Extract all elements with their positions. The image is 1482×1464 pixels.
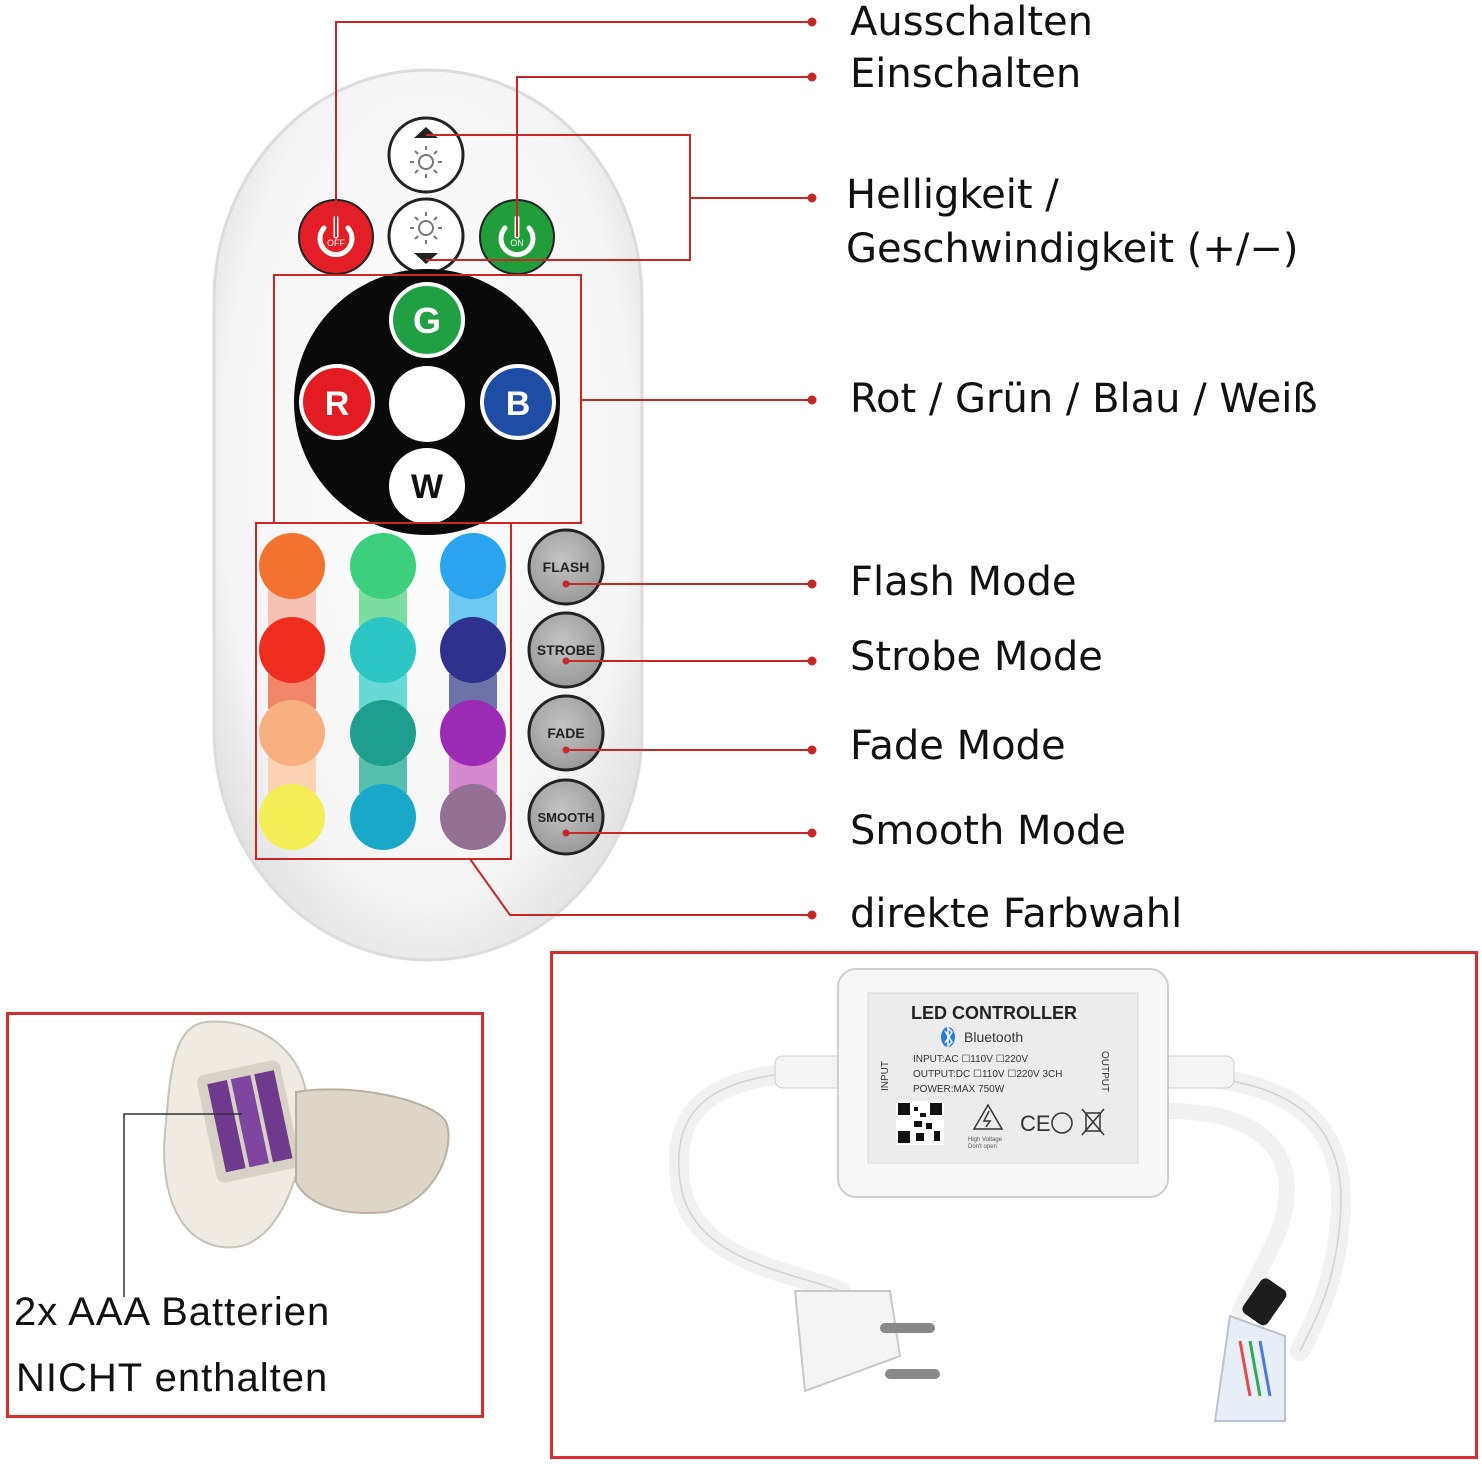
side-input-label: INPUT (880, 1061, 891, 1091)
bluetooth-icon (941, 1026, 955, 1048)
battery-note-line2: NICHT enthalten (16, 1356, 329, 1400)
power-icon (317, 225, 355, 258)
label-fade: Fade Mode (850, 723, 1066, 769)
input-spec: INPUT:AC ☐110V ☐220V (913, 1054, 1028, 1065)
label-off: Ausschalten (850, 0, 1094, 45)
rohs-icon (1051, 1112, 1073, 1134)
color-button[interactable] (350, 784, 416, 850)
controller-panel (550, 951, 1478, 1459)
color-button[interactable] (259, 784, 325, 850)
color-button[interactable] (259, 700, 325, 766)
w-label: W (411, 468, 444, 506)
output-spec: OUTPUT:DC ☐110V ☐220V 3CH (913, 1069, 1062, 1080)
color-button[interactable] (350, 617, 416, 683)
small-connector-icon (1242, 1278, 1287, 1326)
high-voltage-icon (972, 1103, 1004, 1130)
blue-button[interactable]: B (480, 364, 556, 440)
callout-dots (562, 17, 817, 920)
battery-cover (295, 1088, 450, 1214)
color-button[interactable] (440, 617, 506, 683)
battery-panel (6, 1012, 484, 1418)
color-grid (259, 533, 506, 850)
batteries (207, 1070, 293, 1173)
warning-line1: High Voltage (968, 1137, 1003, 1143)
label-brightness-2: Geschwindigkeit (+/−) (846, 226, 1299, 272)
battery-note-line1: 2x AAA Batterien (14, 1290, 331, 1334)
sun-icon (418, 220, 434, 236)
on-label: ON (510, 238, 524, 248)
strobe-label: STROBE (537, 642, 595, 658)
output-cable-2 (1160, 1103, 1295, 1319)
callout-lines (335, 21, 812, 916)
smooth-button[interactable]: SMOOTH (527, 778, 605, 856)
color-button[interactable] (259, 533, 325, 599)
fade-button[interactable]: FADE (527, 694, 605, 772)
brightness-up-button[interactable] (387, 116, 465, 194)
color-button[interactable] (350, 700, 416, 766)
center-white-button[interactable] (389, 366, 465, 442)
brightness-down-button[interactable] (387, 197, 465, 275)
color-button[interactable] (440, 700, 506, 766)
label-direct: direkte Farbwahl (850, 891, 1183, 937)
color-grid-highlight-box (255, 522, 512, 860)
color-button[interactable] (440, 533, 506, 599)
power-spec: POWER:MAX 750W (913, 1084, 1005, 1095)
label-smooth: Smooth Mode (850, 808, 1127, 854)
b-label: B (506, 385, 531, 423)
power-cable (668, 1061, 850, 1301)
ce-mark-icon: CE (1020, 1111, 1051, 1136)
color-button[interactable] (350, 533, 416, 599)
sun-icon (418, 154, 434, 170)
label-strobe: Strobe Mode (850, 634, 1103, 680)
off-label: OFF (327, 238, 345, 248)
side-output-label: OUTPUT (1099, 1051, 1110, 1092)
qr-code-icon (896, 1101, 944, 1145)
eu-plug-icon (793, 1290, 940, 1393)
white-button[interactable]: W (389, 448, 465, 524)
fade-label: FADE (547, 725, 584, 741)
bluetooth-label: Bluetooth (964, 1029, 1023, 1045)
flash-button[interactable]: FLASH (527, 528, 605, 606)
label-rgbw: Rot / Grün / Blau / Weiß (850, 376, 1318, 422)
controller-illustration: LED CONTROLLER Bluetooth INPUT:AC ☐110V … (668, 968, 1352, 1422)
smooth-label: SMOOTH (537, 810, 594, 825)
color-button[interactable] (259, 617, 325, 683)
label-flash: Flash Mode (850, 559, 1077, 605)
r-label: R (325, 385, 350, 423)
green-button[interactable]: G (389, 282, 465, 358)
label-brightness-1: Helligkeit / (846, 172, 1059, 218)
controller-title: LED CONTROLLER (911, 1003, 1077, 1023)
weee-bin-icon (1081, 1108, 1105, 1136)
strobe-button[interactable]: STROBE (527, 611, 605, 689)
rgb-connector-icon (1213, 1314, 1286, 1422)
g-label: G (413, 300, 441, 341)
battery-illustration (123, 1020, 450, 1297)
warning-line2: Don't open (968, 1144, 997, 1150)
red-button[interactable]: R (299, 364, 375, 440)
power-icon (498, 225, 536, 258)
label-on: Einschalten (850, 51, 1082, 97)
color-button[interactable] (440, 784, 506, 850)
flash-label: FLASH (543, 559, 590, 575)
